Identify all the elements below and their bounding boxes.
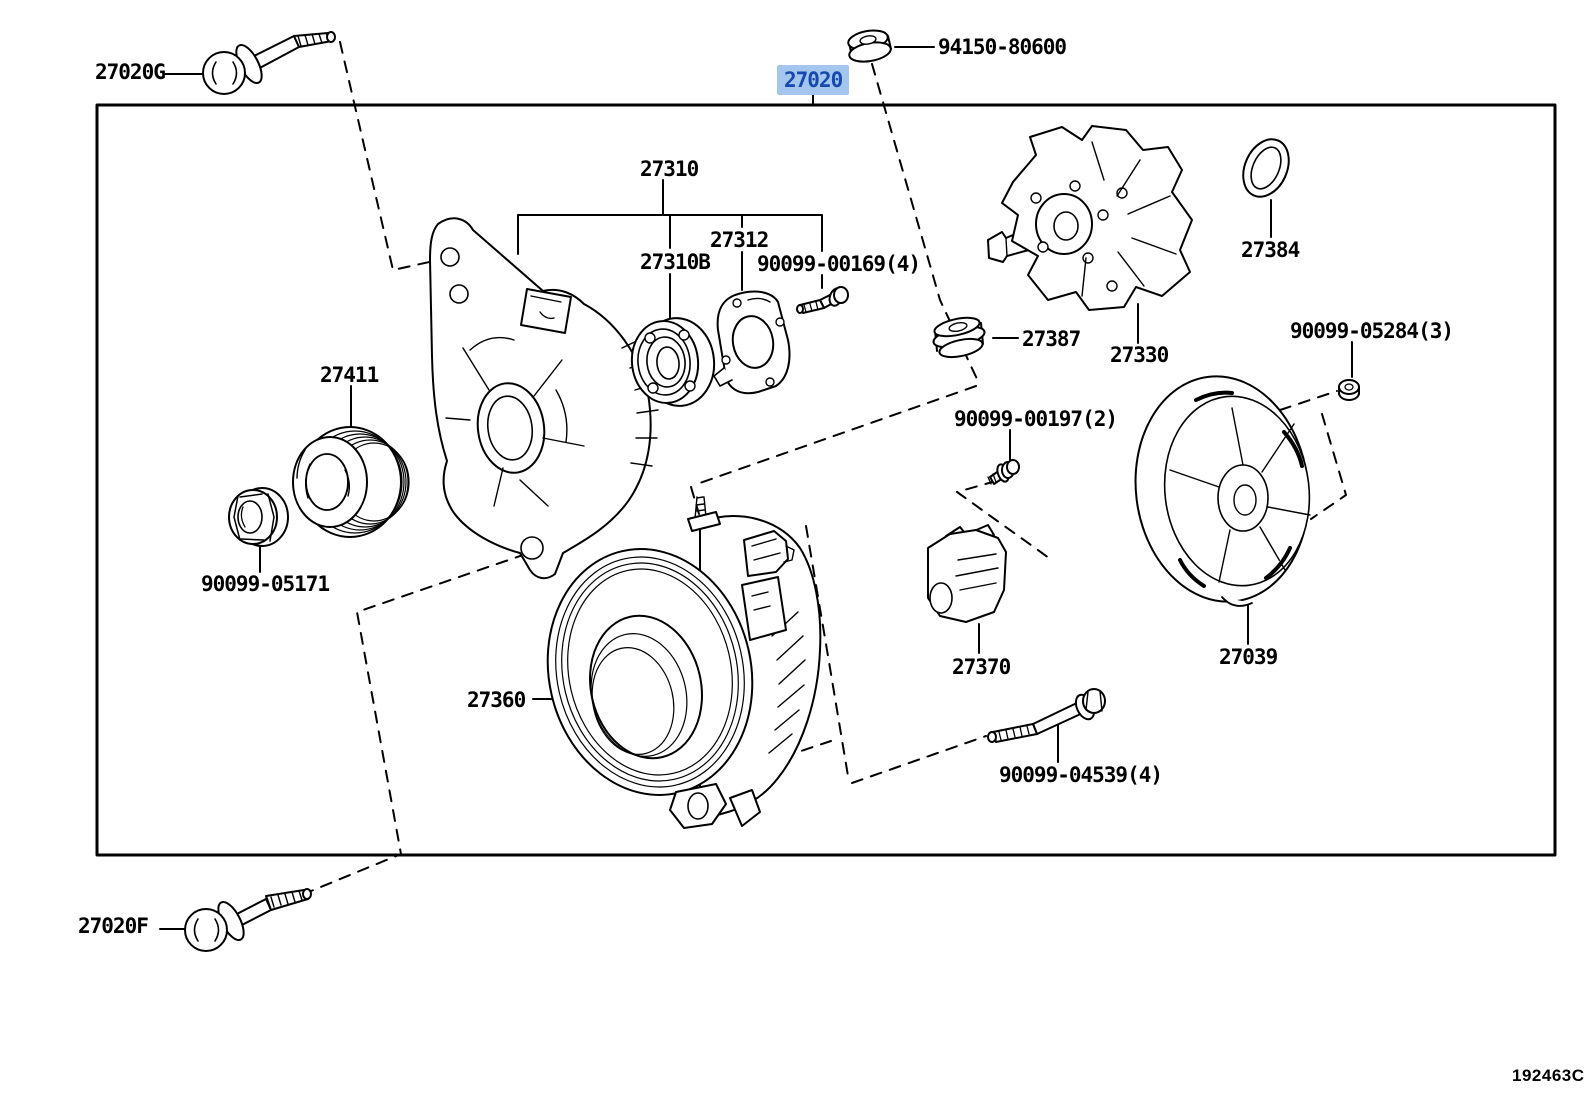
part-label-90099-00169[interactable]: 90099-00169(4) (757, 252, 921, 276)
part-label-90099-05171[interactable]: 90099-05171 (201, 572, 330, 596)
part-label-90099-05284[interactable]: 90099-05284(3) (1290, 319, 1454, 343)
drawing-retainer-plate-27312 (713, 290, 791, 395)
part-label-27020f[interactable]: 27020F (78, 914, 149, 938)
part-label-94150-80600[interactable]: 94150-80600 (938, 35, 1067, 59)
part-label-27312[interactable]: 27312 (710, 228, 769, 252)
drawing-bolt-27020g (202, 31, 336, 95)
part-label-27411[interactable]: 27411 (320, 363, 379, 387)
drawing-screw-90099-00197 (987, 459, 1020, 485)
part-label-27039[interactable]: 27039 (1219, 645, 1278, 669)
part-label-27330[interactable]: 27330 (1110, 343, 1169, 367)
part-label-27370[interactable]: 27370 (952, 655, 1011, 679)
drawing-rotor-27330 (987, 125, 1193, 311)
part-label-27310[interactable]: 27310 (640, 157, 699, 181)
part-label-27310b[interactable]: 27310B (640, 250, 711, 274)
drawing-ring-27384 (1242, 138, 1290, 198)
drawing-stator-27360 (546, 496, 822, 829)
drawing-front-bracket-27310 (429, 217, 659, 580)
drawing-brush-holder-27370 (927, 524, 1007, 623)
part-label-27360[interactable]: 27360 (467, 688, 526, 712)
diagram-border (95, 103, 1557, 857)
drawing-bearing-27310b (630, 317, 716, 407)
part-label-90099-04539[interactable]: 90099-04539(4) (999, 763, 1163, 787)
part-label-27020g[interactable]: 27020G (95, 60, 166, 84)
drawing-nut-90099-05284 (1338, 379, 1360, 401)
part-label-90099-00197[interactable]: 90099-00197(2) (954, 407, 1118, 431)
drawing-nut-90099-05171 (228, 487, 289, 547)
drawing-bolt-90099-04539 (987, 688, 1106, 743)
drawing-collar-27387 (932, 316, 986, 359)
part-label-27387[interactable]: 27387 (1022, 327, 1081, 351)
drawing-bolt-27020f (184, 888, 312, 952)
drawing-pulley-27411 (292, 426, 410, 538)
drawing-nut-94150-80600 (847, 29, 892, 63)
diagram-code: 192463C (1512, 1066, 1585, 1085)
drawing-rear-cover-27039 (1134, 375, 1311, 607)
drawing-bolt-90099-00169 (796, 286, 849, 314)
leader-lines (159, 46, 1353, 930)
part-label-27384[interactable]: 27384 (1241, 238, 1300, 262)
part-label-27020[interactable]: 27020 (777, 65, 850, 95)
